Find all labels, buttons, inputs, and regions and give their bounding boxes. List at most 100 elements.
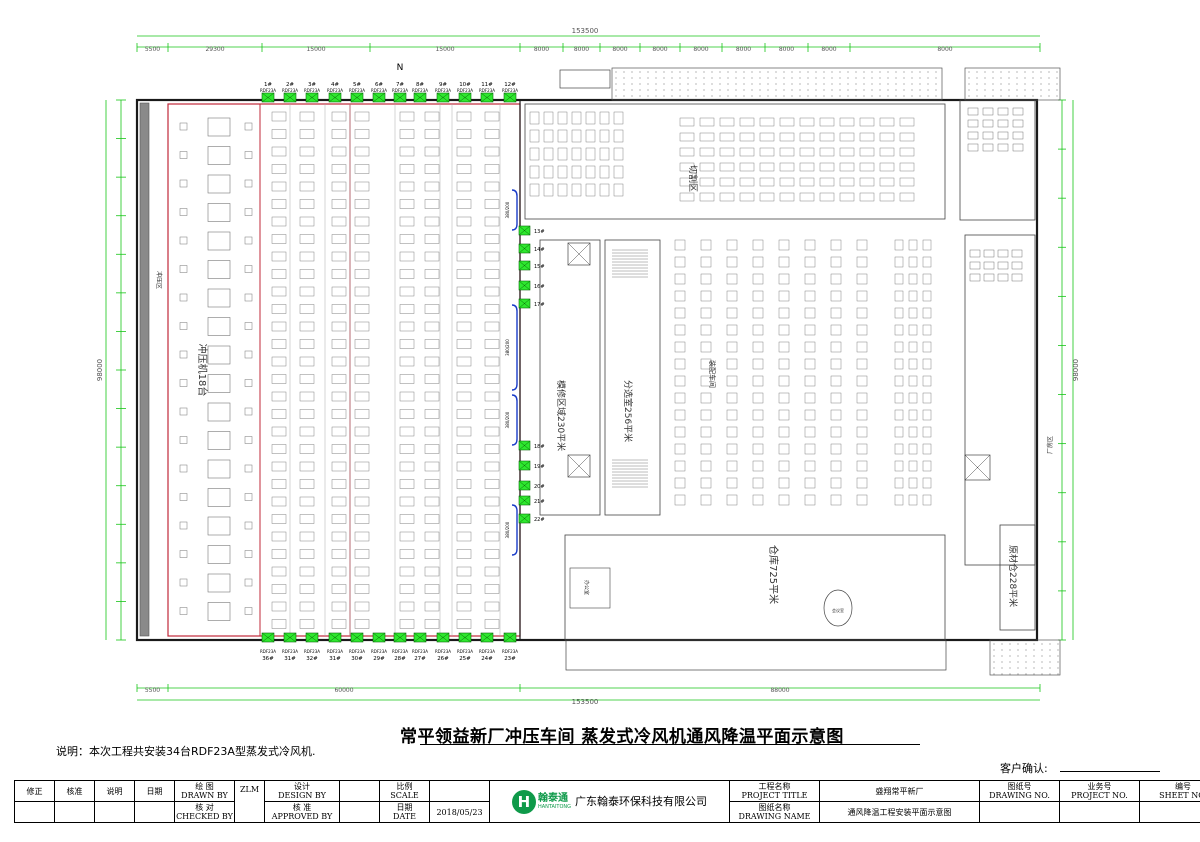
production-machine bbox=[354, 251, 370, 262]
production-machine bbox=[331, 496, 347, 507]
assembly-station bbox=[908, 494, 918, 506]
assembly-station bbox=[700, 358, 712, 370]
hatch-dot bbox=[1001, 655, 1003, 657]
project-no-value bbox=[1059, 801, 1140, 823]
assembly-station bbox=[674, 256, 686, 268]
small-desk bbox=[1012, 131, 1024, 140]
guard-house bbox=[559, 69, 611, 89]
workbench bbox=[839, 147, 855, 157]
production-machine bbox=[484, 566, 500, 577]
assembly-station bbox=[700, 341, 712, 353]
assembly-station bbox=[908, 477, 918, 489]
production-machine bbox=[354, 111, 370, 122]
workbench bbox=[719, 192, 735, 202]
hatch-dot bbox=[1041, 673, 1043, 675]
production-machine bbox=[456, 531, 472, 542]
unit-id-label: 19# bbox=[534, 464, 545, 470]
assembly-station bbox=[830, 290, 842, 302]
unit-model-label: RDF23A bbox=[327, 649, 343, 654]
hatch-dot bbox=[935, 71, 937, 73]
hatch-dot bbox=[1009, 655, 1011, 657]
workbench bbox=[779, 117, 795, 127]
production-machine bbox=[456, 601, 472, 612]
hatch-dot bbox=[615, 77, 617, 79]
assembly-station bbox=[778, 477, 790, 489]
hatch-dot bbox=[863, 77, 865, 79]
assembly-station bbox=[856, 290, 868, 302]
dim-top-segment-text: 8000 bbox=[736, 46, 751, 53]
assembly-station bbox=[830, 426, 842, 438]
production-machine bbox=[331, 286, 347, 297]
cooler-x bbox=[518, 513, 531, 524]
small-desk bbox=[967, 143, 979, 152]
hatch-dot bbox=[1040, 89, 1042, 91]
header-desc: 说明 bbox=[94, 780, 135, 802]
press-fixture bbox=[244, 436, 253, 444]
hatch-dot bbox=[767, 77, 769, 79]
hatch-dot bbox=[1008, 77, 1010, 79]
cooler-x bbox=[518, 298, 531, 309]
assembly-station bbox=[700, 409, 712, 421]
hatch-dot bbox=[703, 95, 705, 97]
production-machine bbox=[299, 199, 315, 209]
unit-model-label: RDF23A bbox=[435, 649, 451, 654]
assembly-station bbox=[778, 426, 790, 438]
hatch-dot bbox=[911, 77, 913, 79]
production-machine bbox=[424, 514, 440, 524]
production-machine bbox=[456, 426, 472, 437]
hatch-dot bbox=[711, 77, 713, 79]
hatch-dot bbox=[1032, 89, 1034, 91]
hatch-dot bbox=[727, 71, 729, 73]
hatch-dot bbox=[799, 83, 801, 85]
hatch-dot bbox=[1041, 655, 1043, 657]
assembly-station bbox=[908, 273, 918, 285]
production-machine bbox=[399, 339, 415, 349]
hatch-dot bbox=[903, 95, 905, 97]
assembly-station bbox=[700, 256, 712, 268]
production-machine bbox=[271, 584, 287, 594]
unit-model-label: RDF23A bbox=[502, 649, 518, 654]
mold-repair-label: 模修区域230平米 bbox=[555, 380, 567, 451]
assembly-station bbox=[922, 477, 932, 489]
press-fixture bbox=[244, 293, 253, 302]
hatch-dot bbox=[871, 89, 873, 91]
hatch-dot bbox=[887, 89, 889, 91]
hatch-dot bbox=[1024, 95, 1026, 97]
dim-top-segment-text: 8000 bbox=[779, 46, 794, 53]
production-machine bbox=[299, 409, 315, 419]
cooler-x bbox=[350, 632, 364, 643]
small-desk bbox=[997, 107, 1009, 116]
assembly-station bbox=[908, 375, 918, 387]
hatch-dot bbox=[1008, 95, 1010, 97]
press-fixture bbox=[244, 265, 253, 273]
cooler-x bbox=[518, 225, 531, 236]
hatch-dot bbox=[735, 71, 737, 73]
press-fixture bbox=[179, 578, 188, 587]
hatch-dot bbox=[735, 77, 737, 79]
hatch-dot bbox=[727, 89, 729, 91]
unit-model-label: RDF23A bbox=[282, 88, 298, 93]
production-machine bbox=[399, 391, 415, 402]
production-machine bbox=[399, 531, 415, 542]
press-machine bbox=[207, 317, 231, 336]
production-machine bbox=[484, 251, 500, 262]
production-machine bbox=[424, 321, 440, 332]
production-machine bbox=[456, 216, 472, 227]
production-machine bbox=[331, 339, 347, 349]
desk bbox=[571, 183, 582, 197]
assembly-station bbox=[830, 324, 842, 336]
desk bbox=[529, 147, 540, 161]
cooler-x bbox=[458, 92, 472, 103]
production-machine bbox=[331, 619, 347, 629]
hatch-dot bbox=[855, 77, 857, 79]
hatch-dot bbox=[1009, 673, 1011, 675]
hatch-dot bbox=[887, 77, 889, 79]
external-hatch-north bbox=[611, 67, 943, 101]
hatch-dot bbox=[831, 71, 833, 73]
desk bbox=[557, 165, 568, 179]
hatch-dot bbox=[703, 71, 705, 73]
unit-id-label: 36# bbox=[262, 656, 274, 662]
assembly-station bbox=[726, 409, 738, 421]
production-machine bbox=[424, 549, 440, 559]
